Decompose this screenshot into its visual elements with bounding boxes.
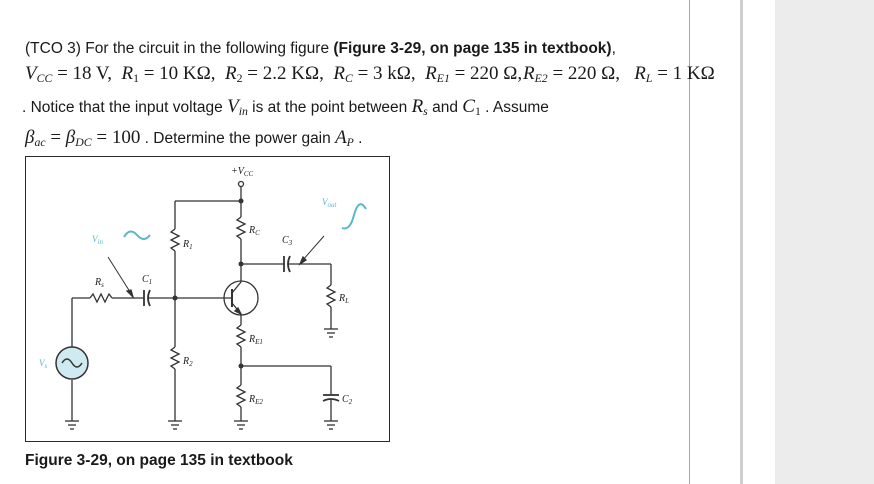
ac-source-icon: [55, 346, 89, 380]
side-panel: [775, 0, 874, 484]
label-rl: RL: [338, 293, 349, 305]
ground-icon: [324, 328, 338, 338]
vout-wave-icon: [341, 203, 367, 230]
param-rc: RC = 3 kΩ,: [333, 63, 416, 85]
param-re2: RE2 = 220 Ω,: [523, 63, 621, 85]
param-re1: RE1 = 220 Ω,: [425, 63, 523, 85]
label-re1: RE1: [248, 334, 263, 346]
label-rc: RC: [248, 225, 260, 237]
figure-caption: Figure 3-29, on page 135 in textbook: [25, 452, 293, 469]
ground-icon: [324, 420, 338, 430]
parameter-list-overflow: RE2 = 220 Ω, RL = 1 KΩ: [523, 63, 715, 86]
ground-icon: [234, 420, 248, 430]
figure-reference: (Figure 3-29, on page 135 in textbook): [333, 40, 612, 57]
question-notice: . Notice that the input voltage Vin is a…: [22, 96, 549, 118]
ground-icon: [65, 420, 79, 430]
label-vcc: +VCC: [231, 166, 254, 178]
label-vin: Vin: [92, 234, 103, 246]
intro-text: (TCO 3) For the circuit in the following…: [25, 40, 334, 57]
circuit-diagram: +VCC Vin Vout Vs Rs C1 R1 R2 RC C3 RL RE…: [39, 166, 367, 430]
label-r1: R1: [182, 239, 193, 251]
question-panel: (TCO 3) For the circuit in the following…: [22, 40, 616, 469]
label-r2: R2: [182, 356, 193, 368]
label-vout: Vout: [322, 197, 338, 209]
ground-icon: [168, 420, 182, 430]
label-c3: C3: [282, 235, 293, 247]
label-re2: RE2: [248, 394, 263, 406]
circuit-figure: +VCC Vin Vout Vs Rs C1 R1 R2 RC C3 RL RE…: [25, 156, 390, 442]
question-task: βac = βDC = 100 . Determine the power ga…: [25, 127, 363, 149]
label-rs: Rs: [94, 277, 104, 289]
param-r1: R1 = 10 KΩ,: [121, 63, 216, 85]
column-divider: [689, 0, 690, 484]
question-intro: (TCO 3) For the circuit in the following…: [25, 40, 616, 58]
label-c1: C1: [142, 274, 152, 286]
vin-wave-icon: [123, 230, 151, 240]
param-r2: R2 = 2.2 KΩ,: [225, 63, 324, 85]
param-rl: RL = 1 KΩ: [634, 63, 715, 85]
parameter-list: VCC = 18 V, R1 = 10 KΩ, R2 = 2.2 KΩ, RC …: [25, 63, 522, 86]
label-vs: Vs: [39, 358, 48, 370]
column-resize-handle[interactable]: [740, 0, 743, 484]
param-vcc: VCC = 18 V,: [25, 63, 112, 85]
label-c2: C2: [342, 394, 353, 406]
intro-comma: ,: [611, 40, 616, 57]
